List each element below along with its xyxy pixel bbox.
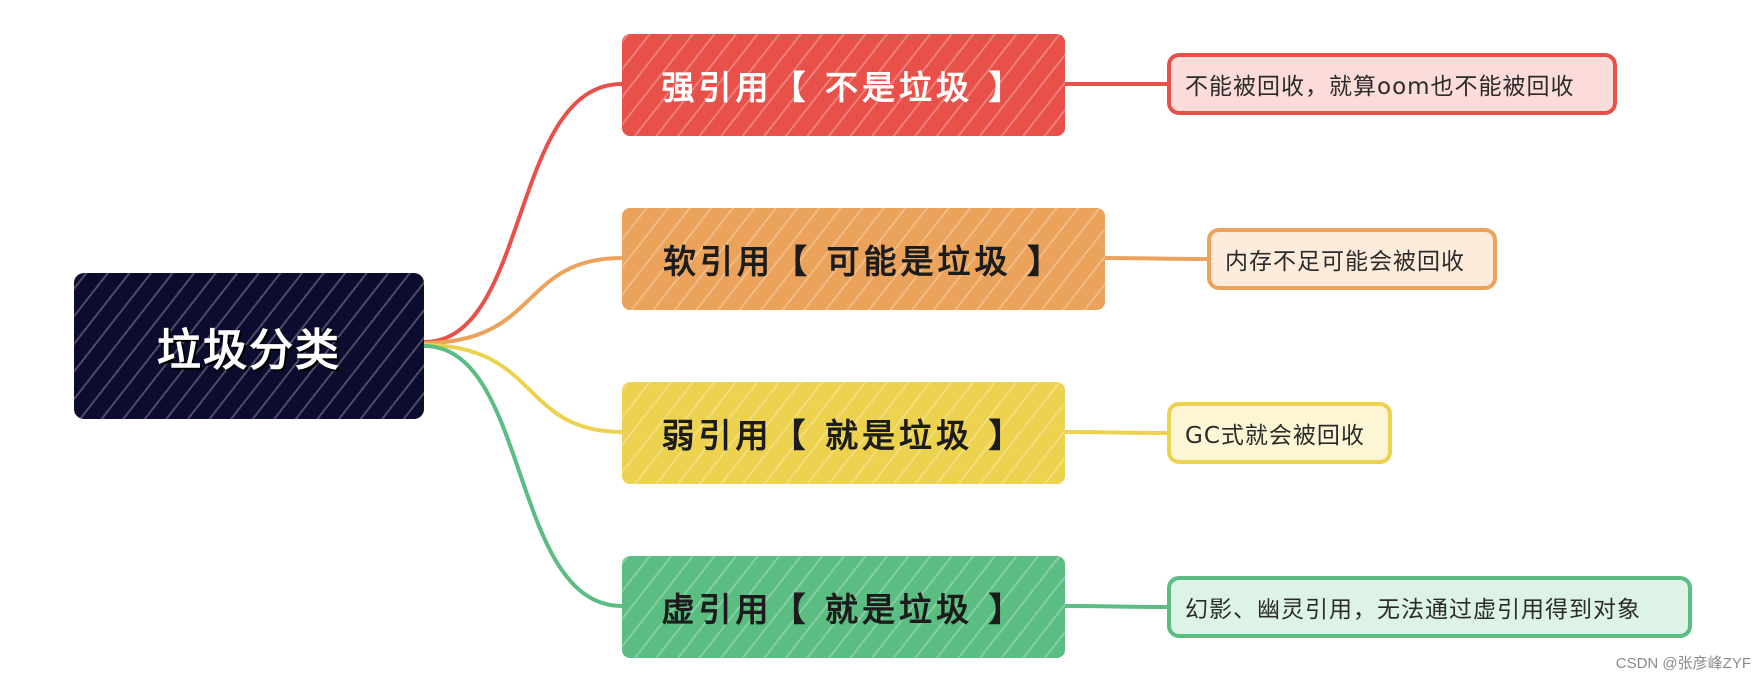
branch-strong-reference: 强引用【 不是垃圾 】 [622,34,1065,136]
root-node: 垃圾分类 [74,273,424,419]
branch-weak-reference: 弱引用【 就是垃圾 】 [622,382,1065,484]
connector-root-weak [422,343,624,434]
connector-root-strong [422,82,624,344]
branch-strong-label: 强引用【 不是垃圾 】 [661,68,1026,107]
leaf-weak-description: GC式就会被回收 [1167,402,1392,464]
leaf-strong-description: 不能被回收，就算oom也不能被回收 [1167,53,1617,115]
connector-root-soft [422,256,624,345]
leaf-phantom-description: 幻影、幽灵引用，无法通过虚引用得到对象 [1167,576,1692,638]
connector-root-phantom [422,344,624,608]
root-node-label: 垃圾分类 [157,325,341,376]
leaf-phantom-text: 幻影、幽灵引用，无法通过虚引用得到对象 [1185,597,1641,623]
branch-soft-reference: 软引用【 可能是垃圾 】 [622,208,1105,310]
leaf-strong-text: 不能被回收，就算oom也不能被回收 [1185,74,1575,100]
leaf-weak-text: GC式就会被回收 [1185,423,1365,449]
leaf-soft-text: 内存不足可能会被回收 [1225,249,1465,275]
leaf-soft-description: 内存不足可能会被回收 [1207,228,1497,290]
branch-phantom-reference: 虚引用【 就是垃圾 】 [622,556,1065,658]
connector-soft-leaf [1103,256,1209,261]
connector-phantom-leaf [1063,604,1169,609]
connector-weak-leaf [1063,430,1169,435]
branch-phantom-label: 虚引用【 就是垃圾 】 [661,590,1026,629]
branch-weak-label: 弱引用【 就是垃圾 】 [661,416,1026,455]
watermark-text: CSDN @张彦峰ZYF [1615,655,1751,672]
branch-soft-label: 软引用【 可能是垃圾 】 [663,242,1064,281]
